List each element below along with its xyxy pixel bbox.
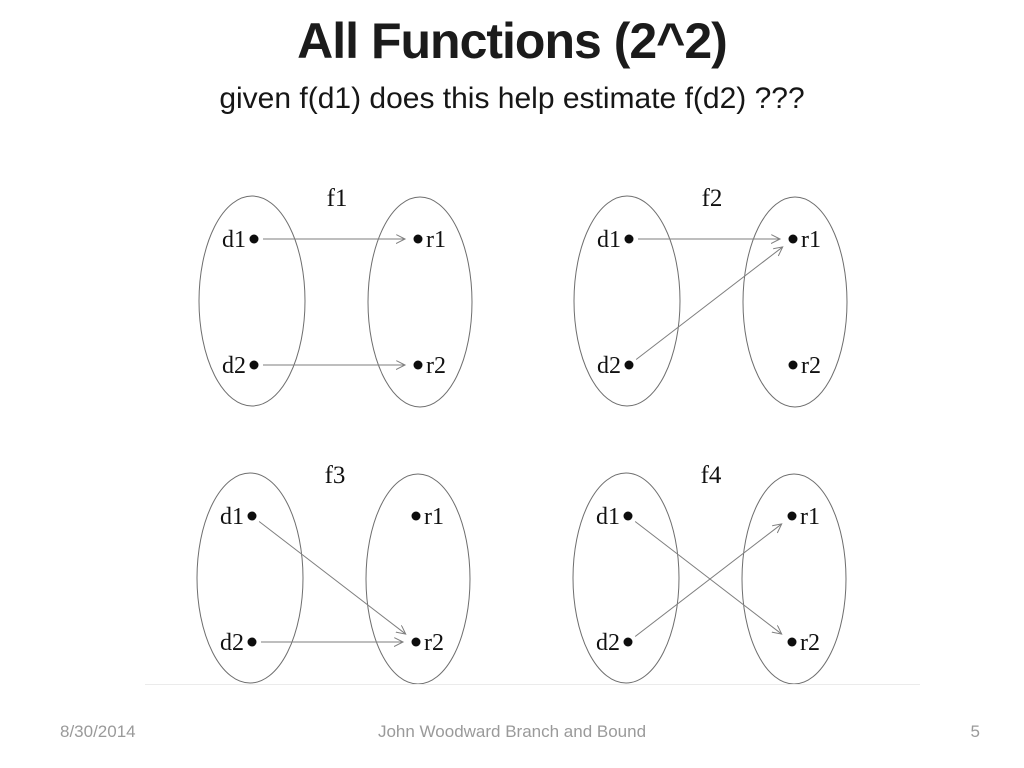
range-ellipse: [365, 473, 471, 685]
domain-dot: [623, 637, 633, 647]
range-dot: [411, 511, 421, 521]
domain-node-label: d2: [222, 353, 246, 379]
domain-node-label: d1: [597, 227, 621, 253]
domain-ellipse: [198, 195, 306, 407]
range-node-label: r2: [426, 353, 446, 379]
range-ellipse: [741, 473, 847, 685]
domain-dot: [624, 234, 634, 244]
range-node-label: r2: [424, 630, 444, 656]
domain-node-label: d1: [220, 504, 244, 530]
function-diagram: f1 d1 d2 r1 r2: [198, 185, 473, 408]
range-dot: [787, 637, 797, 647]
domain-node-label: d1: [596, 504, 620, 530]
domain-dot: [247, 637, 257, 647]
diagram-label: f2: [702, 185, 723, 212]
domain-ellipse: [573, 195, 681, 407]
diagram-label: f4: [701, 462, 722, 489]
footer-date: 8/30/2014: [60, 722, 136, 741]
range-node-label: r2: [801, 353, 821, 379]
domain-dot: [247, 511, 257, 521]
domain-node-label: d2: [597, 353, 621, 379]
function-diagram: f4 d1 d2 r1 r2: [572, 462, 847, 685]
range-ellipse: [742, 196, 848, 408]
slide-subtitle: given f(d1) does this help estimate f(d2…: [219, 82, 805, 115]
footer-author: John Woodward Branch and Bound: [377, 722, 647, 741]
domain-dot: [624, 360, 634, 370]
range-node-label: r1: [424, 504, 444, 530]
function-diagram: f3 d1 d2 r1 r2: [196, 462, 471, 685]
diagram-label: f3: [325, 462, 346, 489]
range-dot: [413, 360, 423, 370]
mapping-arrow: [258, 521, 406, 634]
range-node-label: r1: [426, 227, 446, 253]
domain-node-label: d2: [596, 630, 620, 656]
domain-node-label: d1: [222, 227, 246, 253]
domain-ellipse: [196, 472, 304, 684]
domain-node-label: d2: [220, 630, 244, 656]
range-node-label: r1: [800, 504, 820, 530]
domain-ellipse: [572, 472, 680, 684]
slide-title: All Functions (2^2): [297, 13, 728, 69]
range-node-label: r1: [801, 227, 821, 253]
domain-dot: [249, 360, 259, 370]
function-diagram: f2 d1 d2 r1 r2: [573, 185, 848, 408]
mapping-arrow: [634, 524, 782, 637]
range-dot: [788, 234, 798, 244]
domain-dot: [623, 511, 633, 521]
mapping-arrow: [634, 521, 782, 634]
domain-dot: [249, 234, 259, 244]
range-dot: [787, 511, 797, 521]
footer: 8/30/2014 John Woodward Branch and Bound…: [0, 722, 1024, 746]
range-ellipse: [367, 196, 473, 408]
footer-page-number: 5: [970, 722, 980, 741]
range-dot: [411, 637, 421, 647]
range-dot: [413, 234, 423, 244]
diagram-label: f1: [327, 185, 348, 212]
range-dot: [788, 360, 798, 370]
range-node-label: r2: [800, 630, 820, 656]
mapping-arrow: [635, 247, 783, 360]
image-edge-line: [145, 684, 920, 685]
